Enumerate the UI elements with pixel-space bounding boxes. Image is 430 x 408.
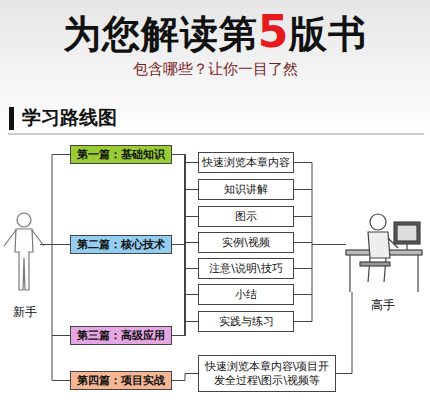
node-text: 第四篇：项目实战 bbox=[77, 374, 165, 388]
node-text: 快速浏览本章内容\项目开发全过程\图示\视频等 bbox=[202, 360, 332, 388]
step-box: 知识讲解 bbox=[198, 179, 294, 200]
project-box: 快速浏览本章内容\项目开发全过程\图示\视频等 bbox=[198, 355, 336, 392]
node-text: 知识讲解 bbox=[224, 183, 268, 197]
part-box: 第一篇：基础知识 bbox=[70, 145, 172, 164]
node-text: 第二篇：核心技术 bbox=[77, 238, 165, 252]
novice-figure bbox=[4, 213, 44, 290]
node-text: 小结 bbox=[235, 288, 257, 302]
node-text: 注意\说明\技巧 bbox=[209, 262, 282, 276]
step-box: 快速浏览本章内容 bbox=[198, 152, 294, 173]
part-box: 第四篇：项目实战 bbox=[70, 371, 172, 390]
node-text: 实例\视频 bbox=[222, 236, 270, 250]
part-box: 第三篇：高级应用 bbox=[70, 326, 172, 345]
page-title: 为您解读第5版书 bbox=[0, 6, 430, 60]
step-box: 实践与练习 bbox=[198, 311, 294, 332]
part-box: 第二篇：核心技术 bbox=[70, 235, 172, 254]
figure-label: 新手 bbox=[13, 304, 37, 321]
connector bbox=[172, 217, 198, 336]
connector bbox=[172, 322, 198, 336]
connector bbox=[172, 163, 198, 336]
connector bbox=[172, 190, 198, 336]
connector bbox=[172, 243, 198, 336]
step-box: 注意\说明\技巧 bbox=[198, 258, 294, 279]
section-heading: 学习路线图 bbox=[22, 105, 117, 131]
step-box: 实例\视频 bbox=[198, 232, 294, 253]
connector bbox=[172, 269, 198, 336]
subtitle: 包含哪些？让你一目了然 bbox=[133, 60, 298, 79]
expert-figure bbox=[346, 214, 422, 292]
node-text: 实践与练习 bbox=[219, 315, 274, 329]
step-box: 图示 bbox=[198, 206, 294, 227]
connector bbox=[172, 374, 198, 381]
connector bbox=[172, 295, 198, 336]
node-text: 快速浏览本章内容 bbox=[202, 156, 290, 170]
node-text: 第三篇：高级应用 bbox=[77, 329, 165, 343]
node-text: 图示 bbox=[235, 210, 257, 224]
node-text: 第一篇：基础知识 bbox=[77, 148, 165, 162]
step-box: 小结 bbox=[198, 284, 294, 305]
figure-label: 高手 bbox=[371, 297, 395, 314]
